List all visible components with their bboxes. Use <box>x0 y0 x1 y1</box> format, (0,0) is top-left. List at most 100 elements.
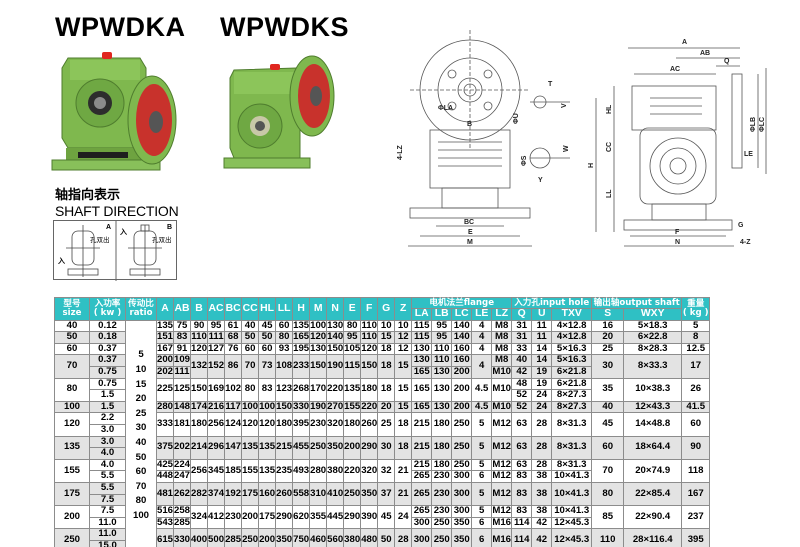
cell-la: 130 <box>411 354 433 367</box>
cell-q: 114 <box>511 516 533 530</box>
cell-m: 190 <box>309 400 328 414</box>
cell-lc: 300 <box>451 470 473 483</box>
cell-s: 25 <box>591 342 625 356</box>
cell-kw: 5.5 <box>89 470 126 483</box>
cell-lc: 250 <box>451 412 473 437</box>
cell-wxy: 28×116.4 <box>623 528 683 547</box>
dim-label-w: W <box>563 145 570 152</box>
cell-g: 18 <box>377 377 396 402</box>
cell-size: 135 <box>54 435 90 460</box>
cell-n: 130 <box>326 319 345 333</box>
cell-kw: 0.37 <box>89 342 126 356</box>
cell-h: 135 <box>292 319 311 333</box>
cell-lc: 300 <box>451 481 473 507</box>
cell-f: 220 <box>360 400 379 414</box>
cell-lc: 160 <box>451 354 473 367</box>
cell-u: 38 <box>531 470 553 483</box>
cell-ac: 169 <box>207 377 226 402</box>
cell-cc: 175 <box>241 481 260 507</box>
cell-la: 300 <box>411 528 433 547</box>
cell-ll: 150 <box>275 400 294 414</box>
cell-weight: 118 <box>681 458 711 483</box>
cell-n: 190 <box>326 354 345 379</box>
cell-ab: 262 <box>173 481 192 507</box>
cell-la: 165 <box>411 400 433 414</box>
cell-g: 32 <box>377 458 396 483</box>
gearbox-photo-wpwdks <box>223 55 335 169</box>
cell-le: 6 <box>471 516 493 530</box>
ratio-value: 50 <box>135 451 147 463</box>
cell-cc: 200 <box>241 505 260 530</box>
dim-label-phi-la: ΦLA <box>438 105 453 112</box>
cell-g: 30 <box>377 435 396 460</box>
cell-u: 38 <box>531 505 553 518</box>
cell-hl: 73 <box>258 354 277 379</box>
cell-la: 165 <box>411 377 433 402</box>
model-title-wpwdka: WPWDKA <box>55 12 186 42</box>
cell-a: 200 <box>155 354 175 367</box>
cell-kw: 7.5 <box>89 505 126 518</box>
cell-le: 4.5 <box>471 377 493 402</box>
cell-f: 150 <box>360 354 379 379</box>
cell-lb: 110 <box>431 342 453 356</box>
cell-lb: 180 <box>431 412 453 437</box>
cell-ab: 247 <box>173 470 192 483</box>
cell-la: 265 <box>411 481 433 507</box>
cell-kw: 0.75 <box>89 365 126 379</box>
cell-z: 12 <box>394 342 413 356</box>
cell-lz: M12 <box>491 458 513 472</box>
cell-h: 558 <box>292 481 311 507</box>
cell-kw: 1.5 <box>89 389 126 402</box>
cell-txv: 8×31.3 <box>551 412 593 437</box>
cell-s: 70 <box>591 458 625 483</box>
cell-hl: 50 <box>258 331 277 344</box>
cell-ac: 296 <box>207 435 226 460</box>
cell-u: 38 <box>531 481 553 507</box>
cell-q: 63 <box>511 412 533 437</box>
cell-le: 6 <box>471 528 493 547</box>
cell-h: 268 <box>292 377 311 402</box>
dim-label-b: B <box>467 121 472 128</box>
cell-bc: 86 <box>224 354 243 379</box>
cell-u: 11 <box>531 319 553 333</box>
cell-m: 100 <box>309 319 328 333</box>
cell-txv: 12×45.3 <box>551 516 593 530</box>
side-view-drawing: A AB AC Q HL CC H LL ΦLB ΦLC LE F N G 4-… <box>588 39 767 247</box>
header-output-group: 输出轴output shaft <box>591 297 683 309</box>
cell-m: 310 <box>309 481 328 507</box>
cell-h: 395 <box>292 412 311 437</box>
cell-cc: 60 <box>241 342 260 356</box>
cell-ll: 80 <box>275 331 294 344</box>
ratio-value: 40 <box>135 437 147 449</box>
cell-txv: 6×21.8 <box>551 365 593 379</box>
cell-bc: 117 <box>224 400 243 414</box>
cell-s: 40 <box>591 400 625 414</box>
cell-bc: 102 <box>224 377 243 402</box>
dim-label-v: V <box>561 103 568 108</box>
dim-label-g: G <box>738 222 744 229</box>
dim-label-t: T <box>548 81 553 88</box>
cell-bc: 61 <box>224 319 243 333</box>
header-weight-cn: 重量 <box>687 298 705 309</box>
cell-u: 28 <box>531 412 553 437</box>
cell-ll: 260 <box>275 481 294 507</box>
cell-la: 115 <box>411 319 433 333</box>
cell-la: 215 <box>411 435 433 460</box>
dim-label-phi-u: ΦU <box>513 113 520 124</box>
cell-z: 15 <box>394 400 413 414</box>
dim-label-ac: AC <box>670 66 680 73</box>
header-weight: 重量( kg ) <box>681 297 711 321</box>
ratio-value: 5 <box>138 349 144 361</box>
cell-e: 250 <box>343 481 362 507</box>
cell-ll: 290 <box>275 505 294 530</box>
cell-lz: M10 <box>491 400 513 414</box>
cell-q: 63 <box>511 435 533 460</box>
cell-wxy: 5×18.3 <box>623 319 683 333</box>
cell-q: 31 <box>511 319 533 333</box>
cell-lc: 350 <box>451 516 473 530</box>
